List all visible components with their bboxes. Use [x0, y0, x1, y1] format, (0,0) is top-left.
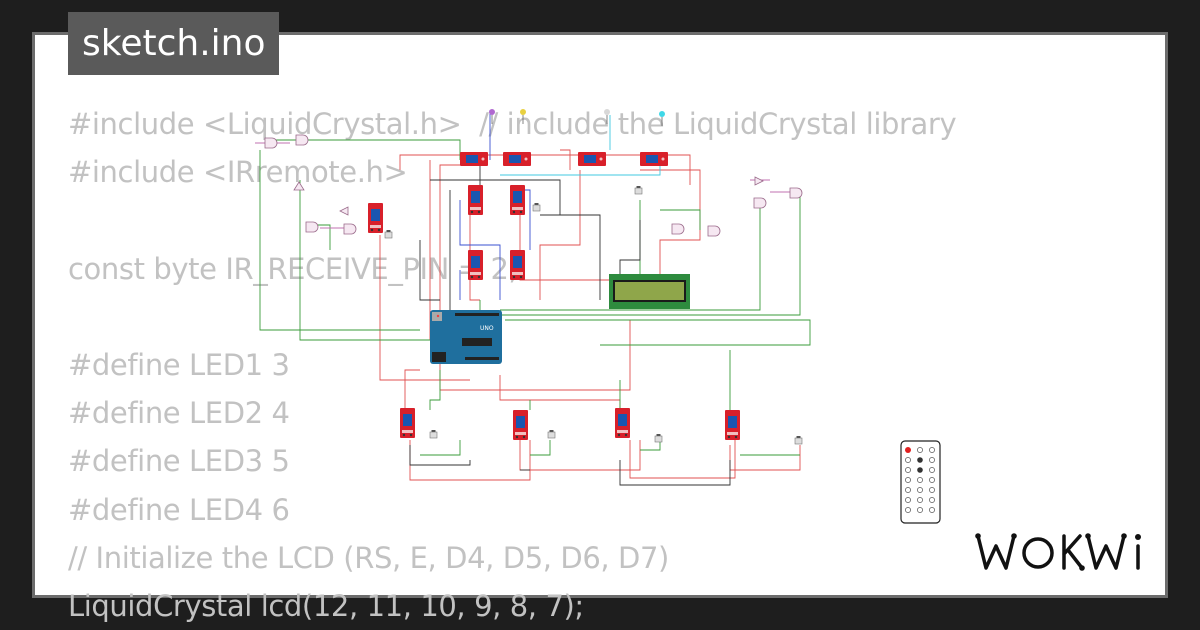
relay-module-icon[interactable]: [510, 250, 525, 280]
pushbutton-icon[interactable]: [654, 433, 663, 443]
relay-module-icon[interactable]: [510, 185, 525, 215]
relay-module-icon[interactable]: [468, 250, 483, 280]
led-icon[interactable]: [604, 109, 610, 124]
and-gate-icon: [295, 134, 309, 146]
not-gate-icon: [754, 176, 764, 186]
pushbutton-icon[interactable]: [429, 429, 438, 439]
svg-text:UNO: UNO: [480, 325, 494, 332]
relay-module-icon[interactable]: [468, 185, 483, 215]
code-line-9: #define LED4 6: [68, 492, 290, 527]
led-icon[interactable]: [489, 109, 495, 124]
pushbutton-icon[interactable]: [547, 429, 556, 439]
and-gate-icon: [753, 197, 767, 209]
file-tab-sketch[interactable]: sketch.ino: [68, 12, 280, 75]
code-line-6: #define LED1 3: [68, 347, 290, 382]
relay-module-icon[interactable]: [725, 410, 740, 440]
wokwi-logo: [975, 533, 1141, 571]
pushbutton-icon[interactable]: [634, 185, 643, 195]
code-line-7: #define LED2 4: [68, 396, 290, 431]
code-line-1: #include <LiquidCrystal.h> // include th…: [68, 107, 957, 141]
pushbutton-icon[interactable]: [794, 435, 803, 445]
lcd-display-icon[interactable]: [609, 274, 690, 309]
relay-module-icon[interactable]: [615, 408, 630, 438]
not-gate-icon: [293, 181, 305, 191]
and-gate-icon: [305, 221, 319, 233]
relay-module-icon[interactable]: [460, 152, 488, 166]
arduino-uno-icon[interactable]: UNO: [430, 310, 502, 364]
code-line-10: // Initialize the LCD (RS, E, D4, D5, D6…: [68, 540, 669, 575]
and-gate-icon: [264, 137, 278, 149]
and-gate-icon: [789, 187, 803, 199]
pushbutton-icon[interactable]: [532, 202, 541, 212]
ir-remote-icon[interactable]: [900, 440, 941, 524]
led-icon[interactable]: [659, 111, 665, 126]
relay-module-icon[interactable]: [513, 410, 528, 440]
relay-module-icon[interactable]: [400, 408, 415, 438]
relay-module-icon[interactable]: [640, 152, 668, 166]
led-icon[interactable]: [520, 109, 526, 124]
and-gate-icon: [671, 223, 685, 235]
relay-module-icon[interactable]: [578, 152, 606, 166]
code-line-11: LiquidCrystal lcd(12, 11, 10, 9, 8, 7);: [68, 588, 584, 623]
relay-module-icon[interactable]: [368, 203, 383, 233]
relay-module-icon[interactable]: [503, 152, 531, 166]
code-line-8: #define LED3 5: [68, 444, 290, 479]
not-gate-icon: [339, 206, 349, 216]
code-editor: #include <LiquidCrystal.h> // include th…: [68, 100, 1158, 623]
and-gate-icon: [343, 223, 357, 235]
and-gate-icon: [707, 225, 721, 237]
pushbutton-icon[interactable]: [384, 229, 393, 239]
code-line-2: #include <IRremote.h>: [68, 155, 408, 190]
